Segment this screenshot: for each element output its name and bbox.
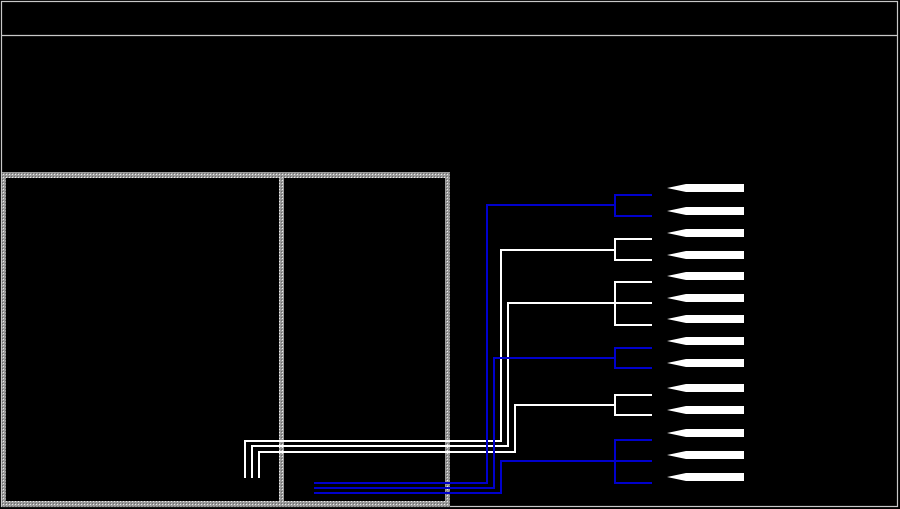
white-wires	[244, 238, 652, 478]
connector-pin-3	[667, 229, 744, 237]
connector-pin-5	[667, 272, 744, 280]
left-panel	[6, 178, 279, 501]
connector-pin-7	[667, 315, 744, 323]
right-panel	[284, 178, 445, 501]
connector-pin-1	[667, 184, 744, 192]
connector-pin-9	[667, 359, 744, 367]
white-group-5-bracket	[258, 394, 652, 478]
connector-bank	[667, 184, 744, 481]
white-group-2-bracket	[244, 238, 652, 478]
blue-group-1-bracket	[314, 194, 652, 484]
panel-enclosure	[2, 172, 450, 507]
blue-wires	[314, 194, 652, 494]
connector-pin-13	[667, 451, 744, 459]
connector-pin-6	[667, 294, 744, 302]
connector-pin-12	[667, 429, 744, 437]
white-group-3-bracket	[251, 281, 652, 478]
connector-pin-10	[667, 384, 744, 392]
blue-group-6-bracket	[314, 439, 652, 494]
connector-pin-4	[667, 251, 744, 259]
connector-pin-2	[667, 207, 744, 215]
blue-group-4-bracket	[314, 347, 652, 489]
connector-pin-11	[667, 406, 744, 414]
connector-pin-8	[667, 337, 744, 345]
connector-pin-14	[667, 473, 744, 481]
